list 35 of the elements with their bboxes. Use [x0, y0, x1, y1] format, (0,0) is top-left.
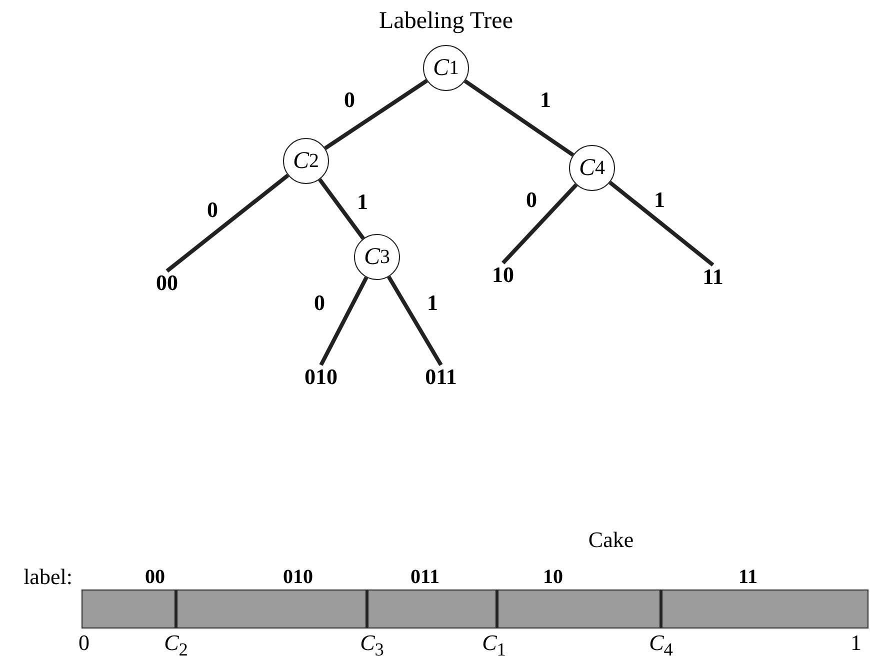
segment-label: 010	[282, 565, 314, 589]
tick-label: C$_{3}$	[359, 631, 385, 659]
edge-label: 1	[427, 291, 438, 315]
edge-label: 0	[526, 188, 537, 212]
leaf-label: 00	[137, 271, 197, 295]
tree-branch	[166, 174, 290, 273]
leaf-label: 10	[473, 263, 533, 287]
tree-branch	[318, 178, 365, 240]
segment-label: 00	[144, 565, 166, 589]
edge-label: 0	[344, 88, 355, 112]
tree-branch	[387, 276, 443, 366]
tick-label: C$_{1}$	[481, 631, 507, 659]
row-label: label:	[22, 565, 74, 589]
leaf-label: 011	[411, 365, 471, 389]
segment-label: 11	[738, 565, 758, 589]
edge-label: 1	[540, 88, 551, 112]
segment-label: 10	[542, 565, 564, 589]
tree-branch	[608, 180, 714, 267]
tick-label: 1	[850, 631, 862, 655]
tree-branch	[319, 276, 368, 366]
tree-branch	[324, 79, 428, 150]
title: Labeling Tree	[378, 8, 514, 35]
edge-label: 0	[207, 198, 218, 222]
edge-label: 0	[314, 291, 325, 315]
tick-label: C$_{2}$	[163, 631, 189, 659]
tree-branch	[464, 79, 574, 157]
tree-branch	[502, 183, 578, 264]
bar-title: Cake	[587, 528, 635, 552]
segment-label: 011	[410, 565, 440, 589]
leaf-label: 010	[291, 365, 351, 389]
tick-label: 0	[78, 631, 90, 655]
leaf-label: 11	[683, 265, 743, 289]
tick-label: C$_{4}$	[648, 631, 674, 659]
edge-label: 1	[357, 190, 368, 214]
edge-label: 1	[654, 188, 665, 212]
